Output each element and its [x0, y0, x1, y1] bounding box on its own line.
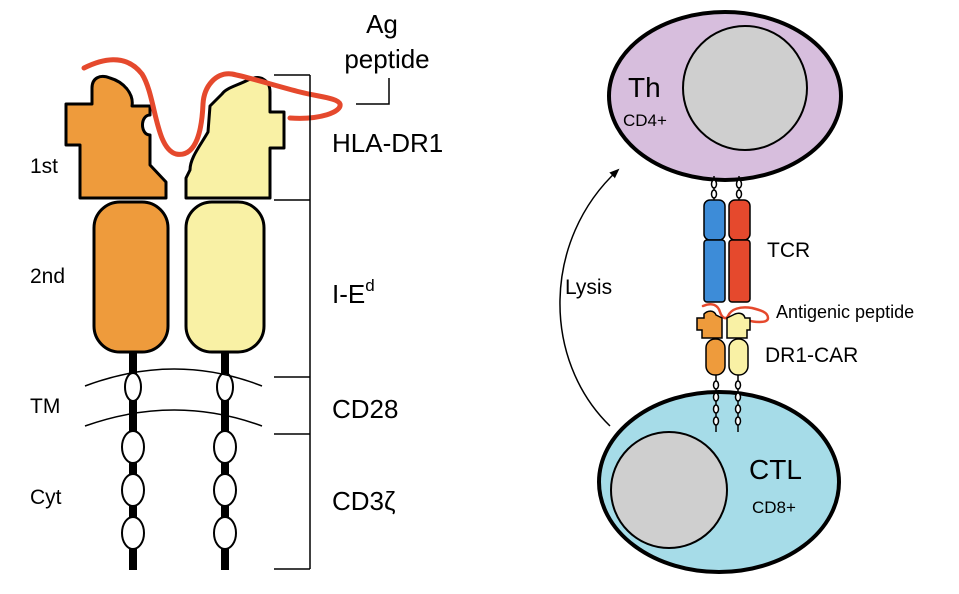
alpha-first-domain	[64, 74, 168, 200]
car-construct-schematic: Ag peptide 1st 2nd TM Cyt HLA-DR1 I-Ed C…	[30, 9, 443, 570]
cd3z-label: CD3ζ	[332, 486, 395, 516]
tcr-blue-lower	[703, 239, 726, 303]
ag-peptide-pointer	[356, 78, 390, 105]
mini-dr1-car	[696, 310, 751, 376]
ctl-label: CTL	[749, 454, 802, 485]
mini-alpha-first	[696, 310, 723, 339]
th-marker-label: CD4+	[623, 111, 667, 130]
dr1-car-label: DR1-CAR	[765, 344, 858, 367]
alpha-second-domain	[92, 200, 170, 354]
ag-peptide-label-line1: Ag	[366, 9, 398, 39]
mini-alpha-second	[705, 338, 726, 376]
tcr-complex	[703, 199, 751, 303]
membrane-outer-line	[84, 368, 263, 387]
tcr-red-lower	[728, 239, 751, 303]
antigenic-peptide-label: Antigenic peptide	[776, 302, 914, 322]
lysis-arrow	[559, 168, 620, 427]
segment-bracket	[274, 74, 311, 570]
alpha-cyt-ellipse-1	[121, 430, 145, 464]
th-ctl-interaction-schematic: Th CD4+ CTL CD8+ TCR Antigenic peptide D…	[559, 10, 914, 574]
alpha-tm-ellipse	[124, 372, 142, 402]
second-domain-label: 2nd	[30, 265, 65, 288]
tcr-stalks	[710, 176, 743, 202]
alpha-chain	[64, 74, 170, 570]
car-stalks	[712, 375, 742, 432]
first-domain-label: 1st	[30, 155, 58, 178]
ctl-marker-label: CD8+	[752, 498, 796, 517]
beta-second-domain	[184, 200, 266, 354]
tcr-red-upper	[728, 199, 751, 241]
tcr-label: TCR	[767, 239, 810, 262]
alpha-cyt-ellipse-2	[121, 473, 145, 507]
tcr-blue-upper	[703, 199, 726, 241]
alpha-cyt-ellipse-3	[121, 516, 145, 550]
beta-cyt-ellipse-3	[213, 516, 237, 550]
beta-chain	[184, 76, 286, 570]
mini-beta-first	[726, 312, 751, 339]
lysis-label: Lysis	[565, 276, 612, 299]
ied-label: I-Ed	[332, 276, 375, 309]
hla-dr1-label: HLA-DR1	[332, 128, 443, 158]
beta-tm-ellipse	[216, 372, 234, 402]
beta-cyt-ellipse-1	[213, 430, 237, 464]
cd28-label: CD28	[332, 394, 398, 424]
ag-peptide-strand	[81, 57, 343, 157]
ctl-nucleus	[610, 431, 728, 549]
th-label: Th	[628, 72, 661, 103]
tm-label: TM	[30, 395, 60, 418]
th-nucleus	[682, 25, 808, 151]
cyt-label: Cyt	[30, 486, 62, 509]
membrane-inner-line	[84, 409, 263, 427]
mini-peptide-strand	[701, 303, 770, 324]
beta-cyt-ellipse-2	[213, 473, 237, 507]
ag-peptide-label-line2: peptide	[344, 44, 429, 74]
mini-beta-second	[728, 338, 749, 376]
beta-first-domain	[184, 76, 286, 200]
